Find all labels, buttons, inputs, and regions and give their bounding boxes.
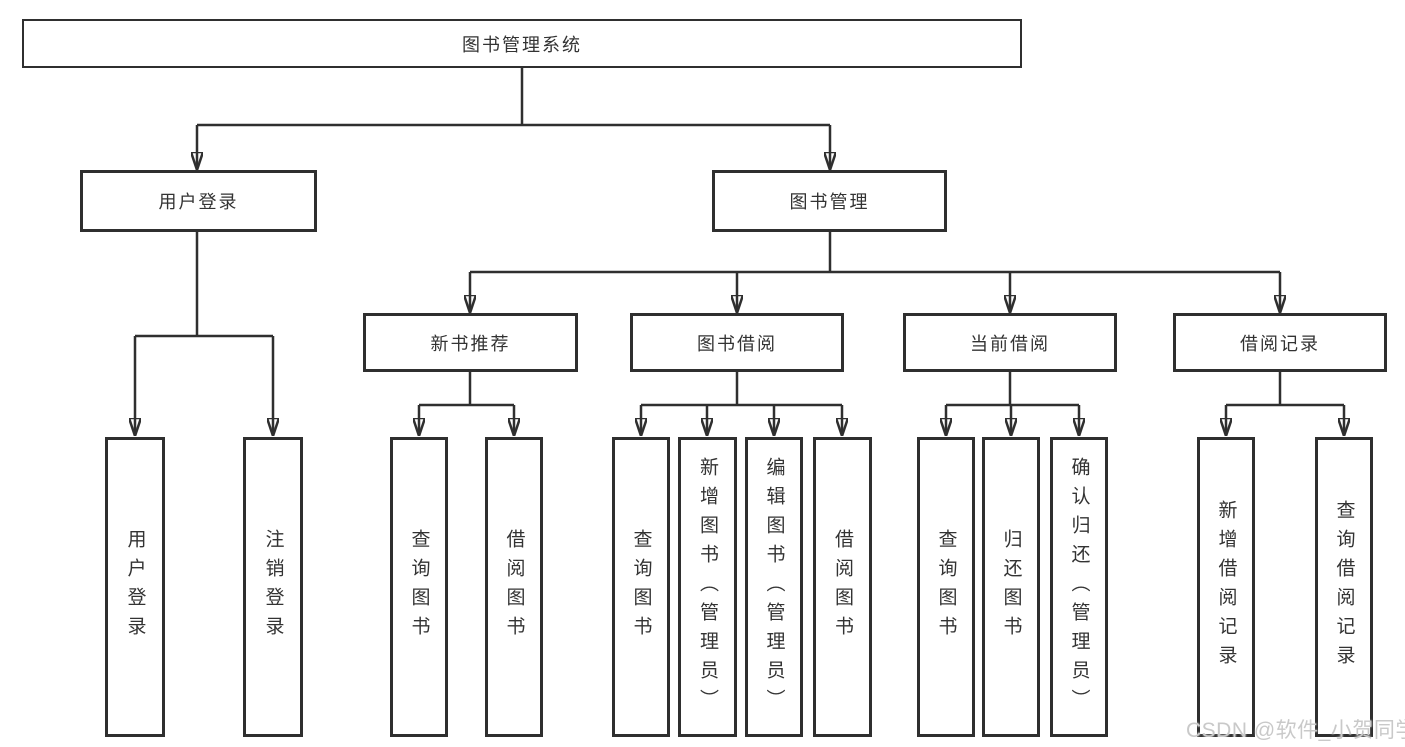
leaf-query-books-borrow: 查询图书 [612, 437, 670, 737]
node-book-management: 图书管理 [712, 170, 947, 232]
leaf-query-books-recommend: 查询图书 [390, 437, 448, 737]
node-label: 当前借阅 [970, 333, 1050, 354]
node-label: 图书管理系统 [462, 34, 582, 55]
leaf-user-login: 用户登录 [105, 437, 165, 737]
node-label: 用户登录 [158, 192, 239, 212]
node-label: 新增借阅记录 [1215, 500, 1237, 674]
node-label: 借阅图书 [832, 529, 853, 645]
node-label: 确认归还（管理员） [1068, 456, 1090, 718]
node-label: 归还图书 [1000, 529, 1022, 645]
node-label: 查询图书 [630, 529, 652, 645]
leaf-query-borrow-record: 查询借阅记录 [1315, 437, 1373, 737]
node-label: 图书管理 [789, 192, 870, 212]
node-label: 用户登录 [124, 529, 146, 645]
leaf-borrow-books: 借阅图书 [813, 437, 872, 737]
csdn-watermark: CSDN @软件_小贺同学 [1186, 719, 1405, 742]
node-label: 新增图书（管理员） [697, 456, 718, 718]
node-new-book-recommend: 新书推荐 [363, 313, 578, 372]
node-current-borrow: 当前借阅 [903, 313, 1117, 372]
node-label: 编辑图书（管理员） [763, 456, 785, 718]
node-library-management-system: 图书管理系统 [22, 19, 1022, 68]
leaf-add-books-admin: 新增图书（管理员） [678, 437, 737, 737]
node-label: 查询借阅记录 [1333, 500, 1355, 674]
leaf-borrow-books-recommend: 借阅图书 [485, 437, 543, 737]
node-label: 查询图书 [408, 529, 430, 645]
node-borrow-records: 借阅记录 [1173, 313, 1387, 372]
node-user-login: 用户登录 [80, 170, 317, 232]
node-label: 查询图书 [935, 529, 957, 645]
leaf-edit-books-admin: 编辑图书（管理员） [745, 437, 803, 737]
node-label: 新书推荐 [430, 333, 511, 354]
node-label: 借阅图书 [503, 529, 525, 645]
node-label: 图书借阅 [697, 333, 777, 354]
leaf-query-books-current: 查询图书 [917, 437, 975, 737]
leaf-return-books: 归还图书 [982, 437, 1040, 737]
node-book-borrow: 图书借阅 [630, 313, 844, 372]
node-label: 注销登录 [262, 529, 284, 645]
node-label: 借阅记录 [1240, 333, 1320, 354]
leaf-confirm-return-admin: 确认归还（管理员） [1050, 437, 1108, 737]
leaf-add-borrow-record: 新增借阅记录 [1197, 437, 1255, 737]
leaf-logout: 注销登录 [243, 437, 303, 737]
